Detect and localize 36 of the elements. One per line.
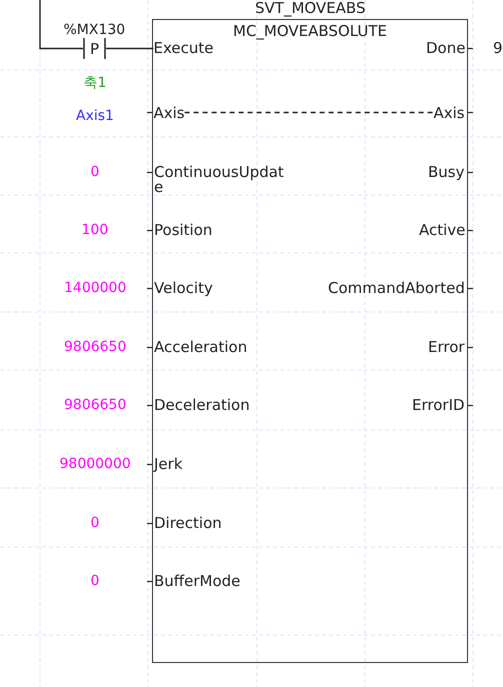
pin-name: Deceleration bbox=[154, 396, 250, 414]
pin-name: ErrorID bbox=[412, 396, 465, 414]
pin-name: Acceleration bbox=[154, 338, 248, 356]
pin-name: Direction bbox=[154, 514, 222, 532]
pin-name: Busy bbox=[428, 163, 464, 181]
pin-name: Axis bbox=[154, 104, 185, 122]
input-value: 9806650 bbox=[64, 396, 126, 414]
pin-name: Execute bbox=[154, 38, 214, 56]
connector-line bbox=[39, 0, 83, 50]
instance-name: SVT_MOVEABS bbox=[255, 0, 366, 17]
input-value: 0 bbox=[90, 572, 100, 590]
pin-name: ContinuousUpdate bbox=[154, 164, 285, 194]
dashed-connector bbox=[184, 112, 434, 114]
input-value: 100 bbox=[82, 221, 108, 239]
contact-letter: P bbox=[90, 40, 100, 58]
pin-name: Velocity bbox=[154, 279, 213, 297]
contact-symbol bbox=[83, 38, 106, 59]
block-type-name: MC_MOVEABSOLUTE bbox=[233, 22, 387, 40]
output-variable: 9 bbox=[493, 39, 503, 57]
input-value: 98000000 bbox=[60, 455, 131, 473]
pin-name: Position bbox=[154, 221, 212, 239]
pin-name: CommandAborted bbox=[328, 279, 465, 297]
pin-name: Done bbox=[426, 39, 466, 57]
variable-name: Axis1 bbox=[76, 107, 114, 125]
pin-name: BufferMode bbox=[154, 572, 240, 590]
variable-comment: 축1 bbox=[84, 74, 106, 92]
input-value: 0 bbox=[90, 514, 100, 532]
pin-name: Jerk bbox=[154, 455, 183, 473]
input-value: 0 bbox=[90, 163, 100, 181]
connector-line bbox=[106, 48, 154, 50]
input-value: 9806650 bbox=[64, 338, 126, 356]
pin-name: Active bbox=[419, 221, 466, 239]
pin-name: Axis bbox=[434, 104, 465, 122]
variable-name: %MX130 bbox=[64, 21, 126, 39]
input-value: 1400000 bbox=[64, 279, 126, 297]
pin-name: Error bbox=[428, 338, 465, 356]
